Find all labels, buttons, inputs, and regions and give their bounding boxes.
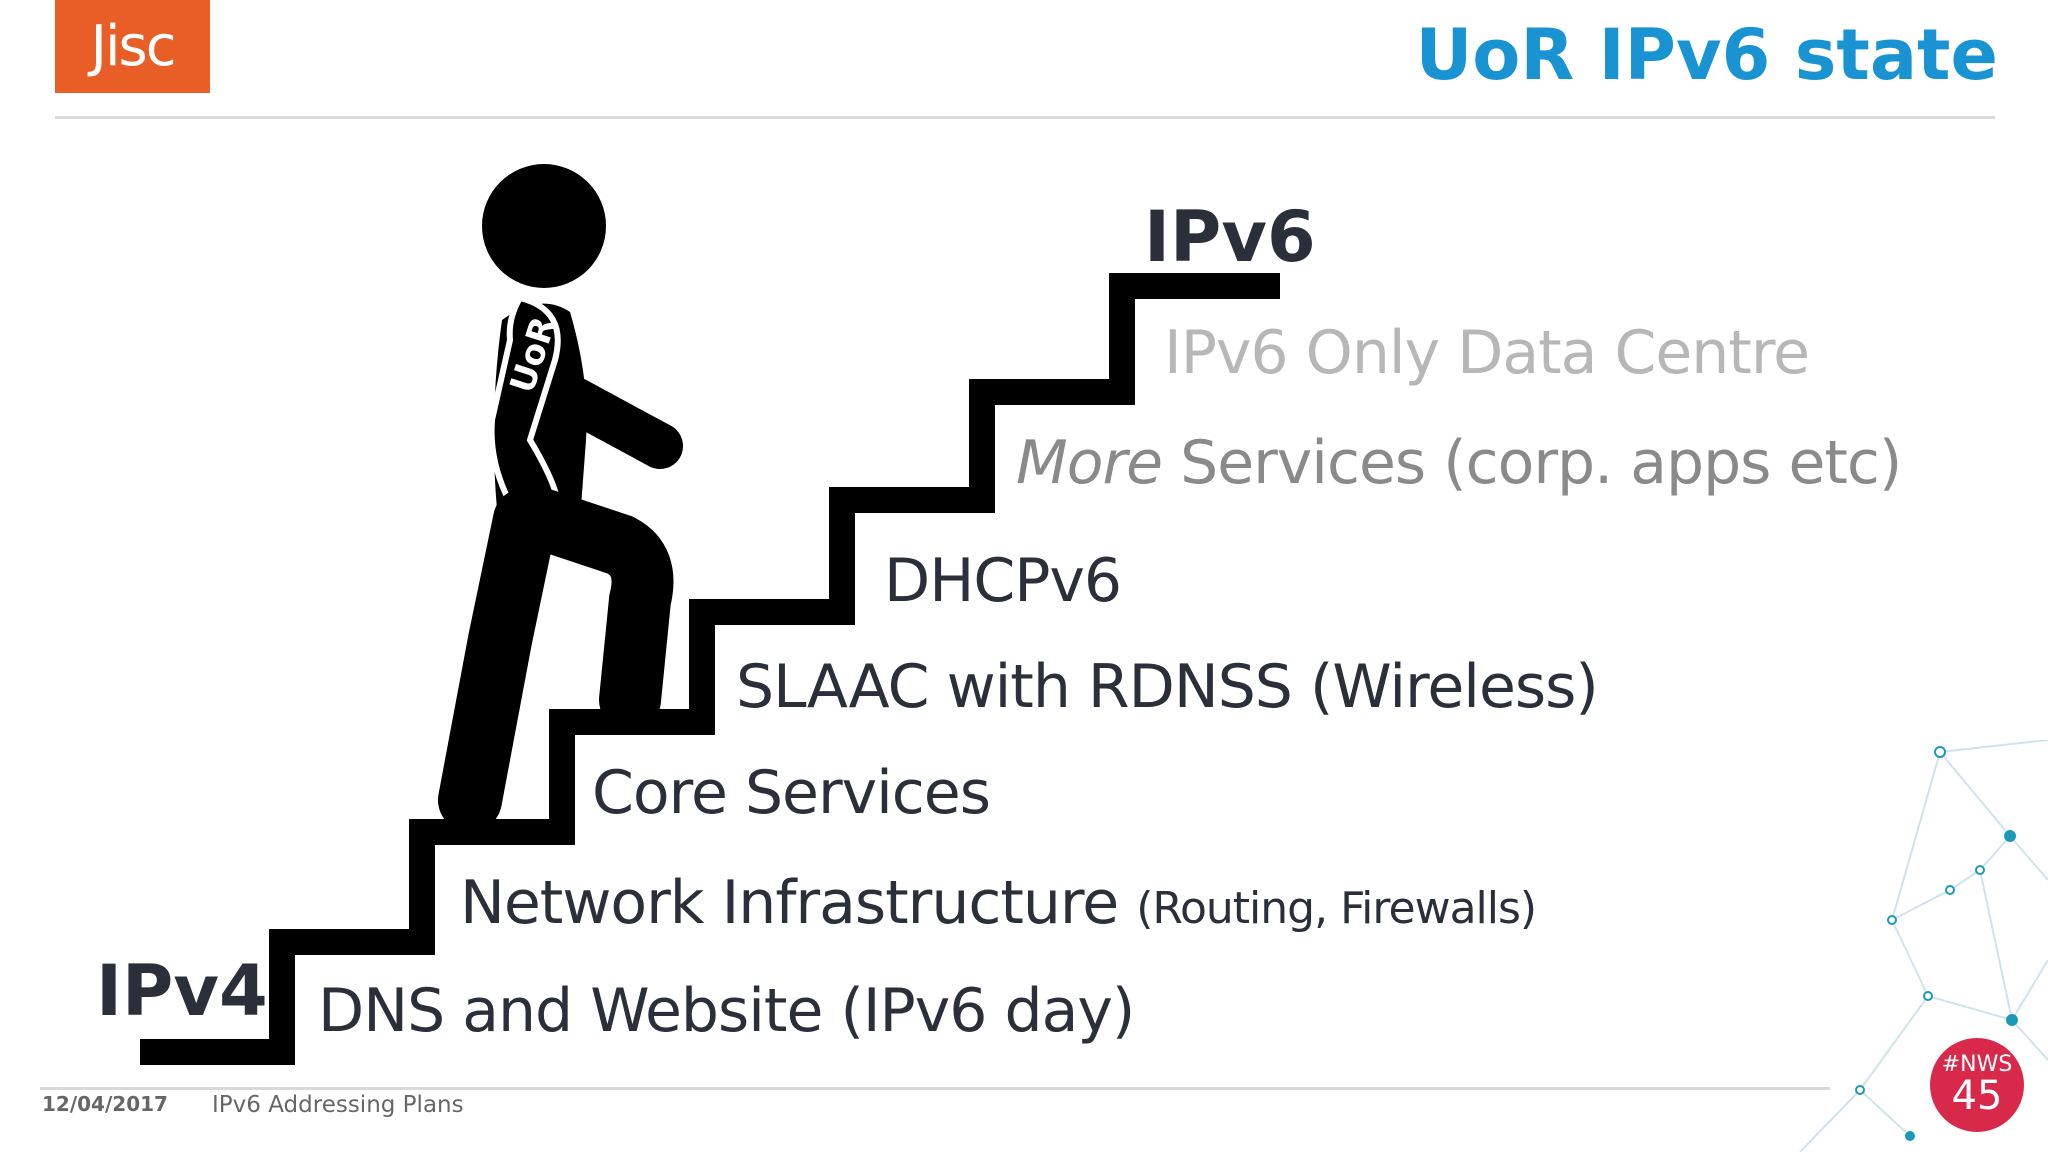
step-dhcpv6: DHCPv6 — [884, 546, 1122, 616]
walking-person-icon: UoR — [438, 164, 683, 832]
event-badge: #NWS 45 — [1930, 1038, 2024, 1132]
step-more-services: More Services (corp. apps etc) — [1016, 428, 1902, 498]
staircase-line — [140, 273, 1280, 1065]
network-node-icons — [1855, 746, 2018, 1141]
slide-title: UoR IPv6 state — [1415, 14, 1998, 96]
badge-number: 45 — [1951, 1073, 2003, 1119]
step-ipv6-only-dc: IPv6 Only Data Centre — [1164, 318, 1810, 388]
step-dns-website: DNS and Website (IPv6 day) — [318, 976, 1135, 1046]
step-slaac-rdnss: SLAAC with RDNSS (Wireless) — [736, 652, 1599, 722]
ipv6-label: IPv6 — [1144, 196, 1316, 278]
footer-subject: IPv6 Addressing Plans — [212, 1092, 464, 1118]
step-more-services-emphasis: More — [1016, 428, 1163, 498]
footer-date: 12/04/2017 — [42, 1092, 168, 1116]
step-more-services-main: Services (corp. apps etc) — [1162, 428, 1902, 498]
network-graphic — [1799, 740, 2048, 1152]
step-network-infrastructure-main: Network Infrastructure — [460, 868, 1137, 938]
ipv4-label: IPv4 — [96, 950, 268, 1032]
jisc-logo: Jisc — [55, 0, 210, 93]
header-divider — [55, 116, 1995, 119]
step-core-services: Core Services — [592, 758, 991, 828]
step-network-infrastructure-detail: (Routing, Firewalls) — [1136, 883, 1537, 934]
badge-hashtag: #NWS — [1941, 1052, 2013, 1077]
step-network-infrastructure: Network Infrastructure (Routing, Firewal… — [460, 868, 1537, 938]
footer-divider — [40, 1087, 1830, 1090]
